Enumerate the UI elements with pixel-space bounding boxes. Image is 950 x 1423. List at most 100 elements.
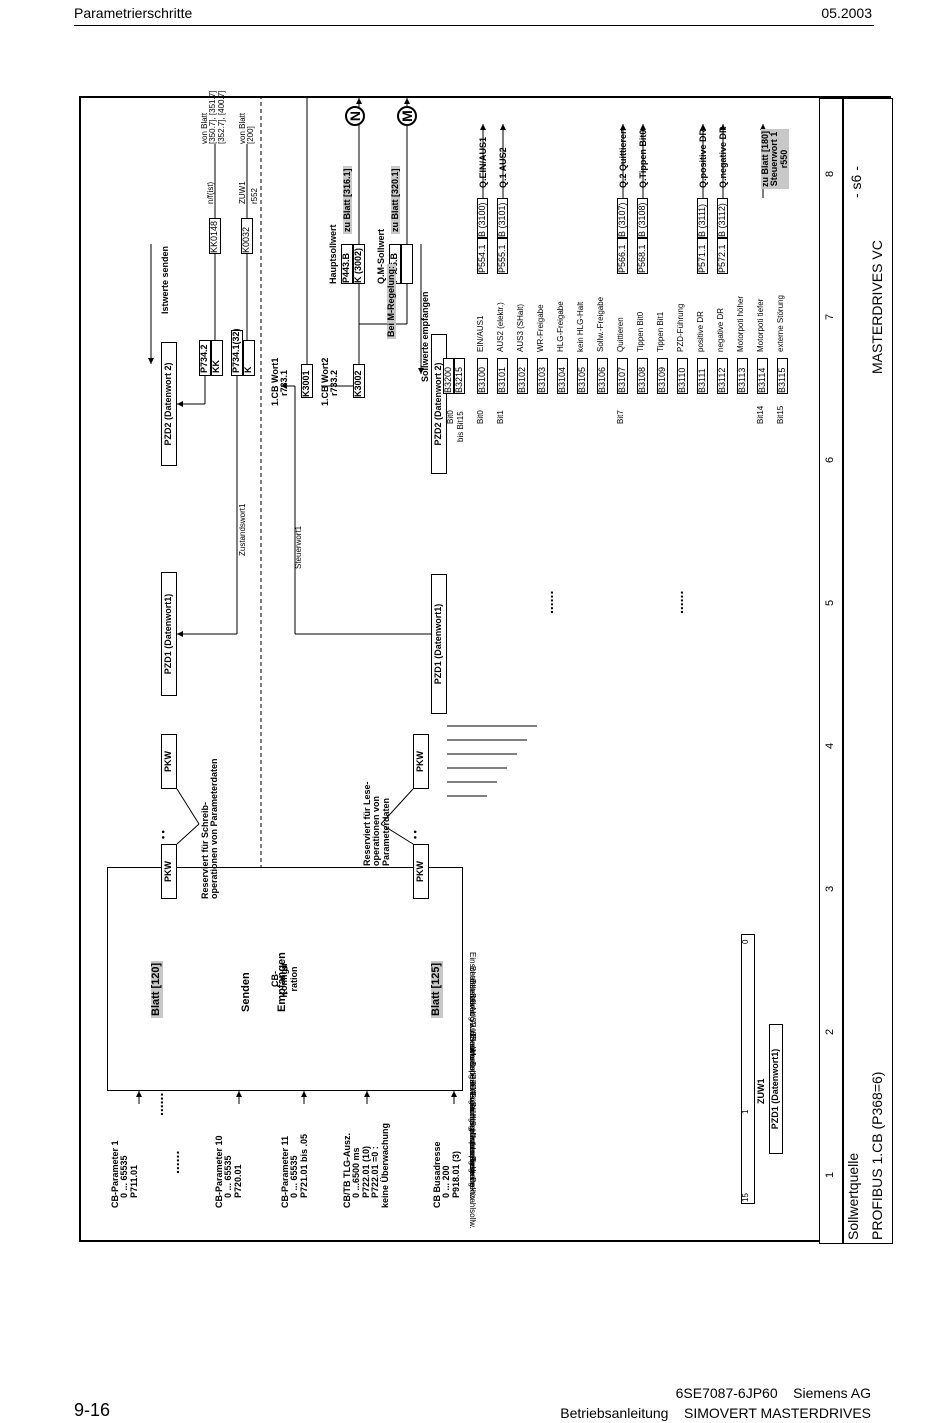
wire-arrow: [640, 124, 646, 130]
control-bit-name: Sollw.-Freigabe: [596, 296, 605, 352]
control-bit-box: B3110: [677, 358, 688, 394]
column-number: 5: [824, 599, 836, 606]
control-bit-target: Q.2 Quittieren: [618, 128, 628, 188]
control-bit-name: EIN/AUS1: [476, 315, 485, 352]
zuw1-register: [741, 934, 755, 1204]
column-number: 8: [824, 170, 836, 177]
control-bit-target: Q.positive DR: [698, 128, 708, 188]
control-bit-box: B3106: [597, 358, 608, 394]
connector-n: N: [345, 106, 365, 126]
wire-arrow: [301, 1091, 307, 1097]
pkw-recv-2: PKW: [413, 734, 429, 789]
bit0-label: Bit0: [446, 410, 455, 424]
control-bit-name: WR-Freigabe: [536, 304, 545, 352]
b3215-box: B3215: [454, 358, 465, 394]
dots-horizontal: ......: [150, 1092, 166, 1116]
control-bit-name: positive DR: [696, 311, 705, 352]
product-name: MASTERDRIVES VC: [869, 240, 885, 374]
control-bit-index: Bit15: [776, 405, 785, 424]
control-bit-index: Bit0: [476, 410, 485, 424]
column-number: 3: [824, 885, 836, 892]
control-bit-bvalue: B (3112): [717, 198, 728, 238]
zustandswort-label: Zustandswort1: [238, 503, 247, 556]
control-bit-box: B3102: [517, 358, 528, 394]
wire-arrow: [404, 98, 410, 104]
wire: [380, 823, 414, 845]
pkw-send-sep: • •: [158, 830, 168, 839]
control-bit-param: P568.1: [637, 238, 648, 274]
footer-manual: Betriebsanleitung SIMOVERT MASTERDRIVES: [560, 1405, 871, 1421]
control-bit-target: Q.Tippen Bit0: [638, 129, 648, 188]
sheet-id: - s6 -: [848, 166, 864, 198]
control-bit-bvalue: B (3101): [497, 198, 508, 238]
control-bit-box: B3113: [737, 358, 748, 394]
zuw1-pzd1: PZD1 (Datenwort1): [769, 1024, 783, 1154]
istwerte-senden: Istwerte senden: [160, 245, 170, 314]
control-bit-target: Q.1 AUS2: [498, 147, 508, 188]
wire-arrow: [700, 124, 706, 130]
column-number: 4: [824, 742, 836, 749]
dots-bits-1: ......: [540, 590, 556, 614]
control-bit-param: P555.1: [497, 238, 508, 274]
wire-arrow: [281, 383, 287, 389]
b3200-box: B3200: [443, 358, 454, 394]
column-ruler: [819, 98, 843, 1244]
control-bit-name: negative DR: [716, 307, 725, 352]
sheet-label: Sollwertquelle: [845, 1152, 861, 1240]
p734-2-box: P734.2: [199, 340, 211, 376]
control-bit-box: B3112: [717, 358, 728, 394]
zuw1-bit0: 0: [741, 939, 750, 944]
pzd1-send: PZD1 (Datenwort1): [161, 572, 177, 696]
title-block: [843, 98, 893, 1244]
control-bit-name: Tippen Bit1: [656, 311, 665, 352]
sheet-title: PROFIBUS 1.CB (P368=6): [869, 1071, 885, 1240]
wire-arrow: [720, 124, 726, 130]
von-blatt-2: von Blatt[200]: [238, 112, 256, 144]
control-bit-index: Bit14: [756, 405, 765, 424]
nfist-label: n/f(ist): [206, 181, 215, 204]
control-bit-name: AUS2 (elektr.): [496, 302, 505, 352]
label-senden: Senden: [240, 972, 252, 1012]
control-bit-box: B3100: [477, 358, 488, 394]
control-bit-box: B3103: [537, 358, 548, 394]
dots-bits-2: ......: [670, 590, 686, 614]
hauptsollwert-label: Hauptsollwert: [328, 224, 338, 284]
pkw-recv-sep: • •: [410, 830, 420, 839]
control-bit-bvalue: B (3107): [617, 198, 628, 238]
zuw1-label: ZUW1: [756, 1078, 766, 1105]
r552-label: r552: [250, 187, 259, 204]
wire-arrow: [148, 358, 154, 364]
reserved-write-text: Reserviert für Schreib-operationen von P…: [200, 758, 220, 899]
wire-arrow: [500, 124, 506, 130]
wire-arrow: [177, 401, 183, 407]
control-bit-box: B3108: [637, 358, 648, 394]
wire-arrow: [177, 631, 183, 637]
wire: [380, 788, 414, 825]
pkw-send-2: PKW: [161, 734, 177, 789]
k3002-box: K3002: [353, 364, 365, 398]
status-bit-label: Reserve: [468, 1156, 477, 1186]
control-bit-target: Q.negative DR: [718, 126, 728, 188]
kk0148-box: KK0148: [209, 218, 221, 254]
control-bit-box: B3114: [757, 358, 768, 394]
control-bit-name: Motorpoti tiefer: [756, 298, 765, 352]
p734-1-k: K: [243, 340, 255, 376]
zuw1-bit1: 1: [741, 1109, 750, 1114]
control-bit-name: Tippen Bit0: [636, 311, 645, 352]
control-bit-name: AUS3 (SHalt): [516, 303, 525, 352]
wire-arrow: [356, 98, 362, 104]
sheet-ref-receive: Blatt [125]: [430, 960, 443, 1018]
wire-arrow: [418, 368, 424, 374]
p443-box: P443.B: [341, 244, 353, 284]
control-bit-name: kein HLG-Halt: [576, 301, 585, 352]
control-bit-name: externe Störung: [776, 295, 785, 352]
header-rule: [74, 25, 874, 26]
dots-vertical: ......: [166, 1150, 182, 1174]
